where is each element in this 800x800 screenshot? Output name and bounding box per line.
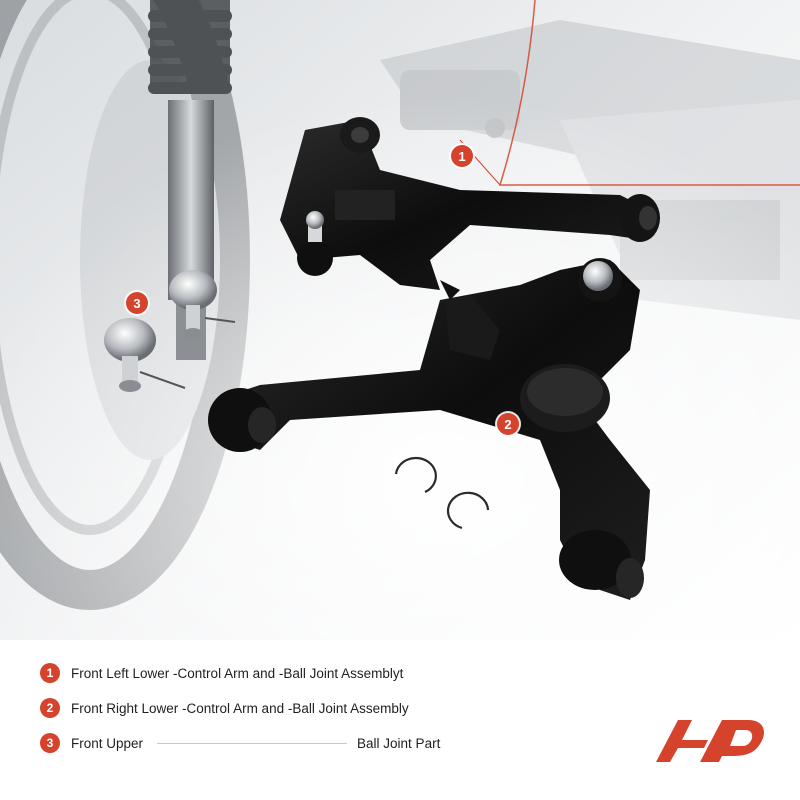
- callout-3: 3: [126, 292, 148, 314]
- legend-item-3: 3 Front Upper Ball Joint Part: [40, 732, 600, 754]
- legend-text: Front Right Lower -Control Arm and -Ball…: [71, 700, 409, 716]
- legend-text: Front Left Lower -Control Arm and -Ball …: [71, 665, 404, 681]
- legend-divider: [157, 742, 348, 744]
- product-illustration: [0, 0, 800, 640]
- legend-item-1: 1 Front Left Lower -Control Arm and -Bal…: [40, 662, 600, 684]
- callout-2: 2: [497, 413, 519, 435]
- legend-number: 3: [40, 733, 60, 753]
- legend-number: 1: [40, 663, 60, 683]
- left-lower-control-arm: [280, 117, 660, 300]
- snap-rings: [394, 456, 490, 530]
- brand-logo-icon: [656, 720, 764, 762]
- legend-text-right: Ball Joint Part: [357, 735, 441, 751]
- legend-number: 2: [40, 698, 60, 718]
- parts-legend: 1 Front Left Lower -Control Arm and -Bal…: [40, 662, 600, 767]
- ball-joints: [104, 270, 236, 392]
- product-photo: 1 2 3: [0, 0, 800, 640]
- shock-absorber: [148, 0, 232, 360]
- legend-item-2: 2 Front Right Lower -Control Arm and -Ba…: [40, 697, 600, 719]
- legend-text: Front Upper: [71, 735, 144, 751]
- callout-1: 1: [451, 145, 473, 167]
- right-lower-control-arm: [208, 258, 650, 600]
